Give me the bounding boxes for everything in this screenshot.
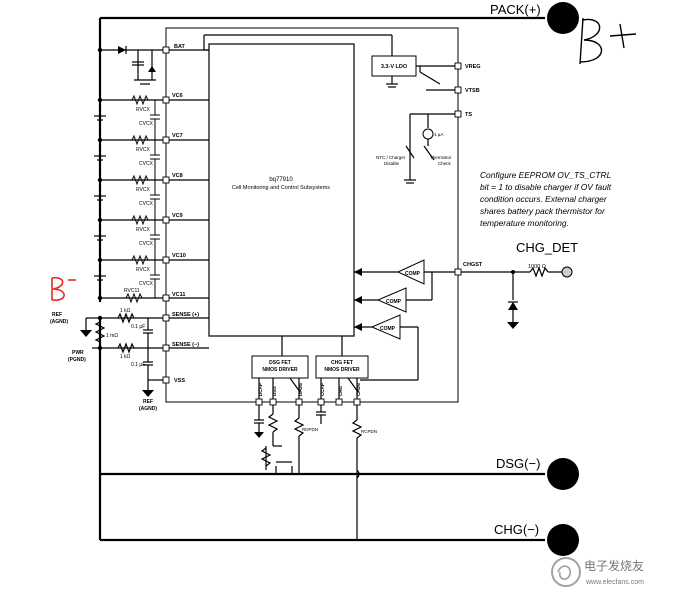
dsg-minus-terminal: [547, 458, 579, 490]
svg-text:RVCX: RVCX: [136, 187, 150, 193]
pin-dcap: DCAP: [258, 383, 263, 396]
comp-label-2: COMP: [386, 299, 402, 305]
right-pins: [454, 62, 462, 276]
left-pin-labels: BAT VC6 VC7 VC8 VC9 VC10 VC11 SENSE (+) …: [172, 44, 199, 384]
module-outline: [165, 27, 459, 403]
pin-vc6: VC6: [172, 93, 183, 99]
pin-ccap: CCAP: [320, 383, 325, 396]
r-dpdn-label: RDPDN: [302, 427, 318, 432]
pin-vss: VSS: [174, 378, 185, 384]
pin-dpdn: DPDN: [298, 383, 303, 396]
chg-driver-label-2: NMOS DRIVER: [324, 367, 360, 373]
watermark-url: www.elecfans.com: [585, 579, 644, 586]
svg-text:CVCX: CVCX: [139, 281, 154, 287]
ic-part-label: bq77910: [269, 177, 293, 183]
note-line-2: bit = 1 to disable charger if OV fault: [480, 182, 612, 192]
pin-vc8: VC8: [172, 173, 183, 179]
pin-cpdn: CPDN: [356, 383, 361, 396]
pin-vc7: VC7: [172, 133, 183, 139]
r-shunt-label: 1 mΩ: [106, 333, 118, 339]
note-line-4: shares battery pack thermistor for: [480, 206, 606, 216]
pin-dsg: DSG: [272, 386, 277, 396]
handwritten-b-plus: [579, 17, 637, 65]
svg-text:RVCX: RVCX: [136, 227, 150, 233]
pwr-pgnd-1: PWR: [72, 350, 84, 356]
pack-plus-label: PACK(+): [490, 2, 541, 17]
note-line-1: Configure EEPROM OV_TS_CTRL: [480, 170, 612, 180]
svg-text:RVCX: RVCX: [136, 147, 150, 153]
thermistor-label-2: Check: [438, 161, 452, 166]
pwr-pgnd-2: (PGND): [68, 357, 86, 363]
watermark: 电子发烧友 www.elecfans.com: [551, 557, 644, 587]
svg-text:CVCX: CVCX: [139, 161, 154, 167]
handwritten-b-minus: [51, 277, 76, 301]
c-sense2-label: 0.1 µF: [131, 362, 145, 368]
pin-vtsb: VTSB: [465, 88, 480, 94]
ref-agnd-bottom-2: (AGND): [139, 406, 157, 412]
svg-text:RVCX: RVCX: [136, 267, 150, 273]
ref-agnd-left-2: (AGND): [50, 319, 68, 325]
thermistor-labels: 1 µA NTC / Charger Disable Thermistor Ch…: [376, 132, 452, 166]
watermark-text: 电子发烧友: [584, 558, 644, 573]
dsg-driver-label-1: DSG FET: [269, 360, 291, 366]
r-cpdn-label: RCPDN: [361, 429, 377, 434]
pin-chgst: CHGST: [463, 262, 483, 268]
pin-sense-plus: SENSE (+): [172, 312, 199, 318]
pin-vc10: VC10: [172, 253, 186, 259]
comparators: [354, 259, 455, 381]
right-pin-labels: VREG VTSB TS CHGST: [463, 64, 483, 268]
fet-drivers: [251, 336, 369, 540]
note-line-5: temperature monitoring.: [480, 218, 569, 228]
pin-vc11: VC11: [172, 292, 185, 298]
r-sense2-label: 1 kΩ: [120, 354, 131, 360]
svg-text:CVCX: CVCX: [139, 201, 154, 207]
chg-minus-label: CHG(−): [494, 522, 539, 537]
r-sense1-label: 1 kΩ: [120, 308, 131, 314]
sense-labels: 1 kΩ 0.1 µF 1 mΩ 1 kΩ 0.1 µF REF (AGND) …: [50, 308, 157, 412]
chg-minus-terminal: [547, 524, 579, 556]
pin-ts: TS: [465, 112, 472, 118]
current-source-label: 1 µA: [434, 132, 443, 137]
comp-label-1: COMP: [405, 271, 421, 277]
driver-pin-labels: DCAP DSG DPDN CCAP CHG CPDN: [258, 383, 361, 396]
thermistor-label-1: Thermistor: [430, 155, 452, 160]
ic-bq77910: [208, 43, 355, 337]
sense-network: [80, 312, 163, 397]
pin-chg: CHG: [338, 386, 343, 396]
ntc-label-1: NTC / Charger: [376, 155, 406, 160]
pin-sense-minus: SENSE (−): [172, 342, 199, 348]
pack-plus-rail: [100, 2, 579, 34]
chg-driver-label-1: CHG FET: [331, 360, 353, 366]
comparator-labels: COMP COMP COMP: [380, 271, 421, 332]
rvcx-label: RVCX: [136, 107, 150, 113]
ic-subtitle: Cell Monitoring and Control Subsystems: [232, 185, 330, 191]
c-sense1-label: 0.1 µF: [131, 324, 145, 330]
note-line-3: condition occurs. External charger: [480, 194, 608, 204]
ntc-label-2: Disable: [384, 161, 400, 166]
rvc11-label: RVC11: [124, 288, 140, 294]
pin-vreg: VREG: [465, 64, 481, 70]
cvcx-label: CVCX: [139, 121, 154, 127]
cell-stack: [94, 47, 166, 304]
chg-det-label: CHG_DET: [516, 240, 578, 255]
svg-text:CVCX: CVCX: [139, 241, 154, 247]
ref-agnd-left-1: REF: [52, 312, 62, 318]
comp-label-3: COMP: [380, 326, 396, 332]
dsg-driver-label-2: NMOS DRIVER: [262, 367, 298, 373]
chg-det-circuit: [461, 266, 573, 329]
pin-bat: BAT: [174, 44, 186, 50]
ldo-label: 3.3-V LDO: [381, 64, 408, 70]
fet-driver-labels: DSG FET NMOS DRIVER CHG FET NMOS DRIVER: [262, 360, 360, 373]
config-note: Configure EEPROM OV_TS_CTRL bit = 1 to d…: [480, 170, 612, 228]
pin-vc9: VC9: [172, 213, 183, 219]
thermistor-section: [404, 114, 435, 184]
r-chg-label: 1000 Ω: [528, 264, 546, 270]
cell-component-labels: RVCX CVCX RVCX CVCX RVCX CVCX RVCX CVCX …: [124, 107, 154, 294]
ref-agnd-bottom-1: REF: [143, 399, 153, 405]
ldo-block: [371, 35, 455, 115]
dsg-minus-label: DSG(−): [496, 456, 540, 471]
left-pins: [162, 46, 209, 384]
